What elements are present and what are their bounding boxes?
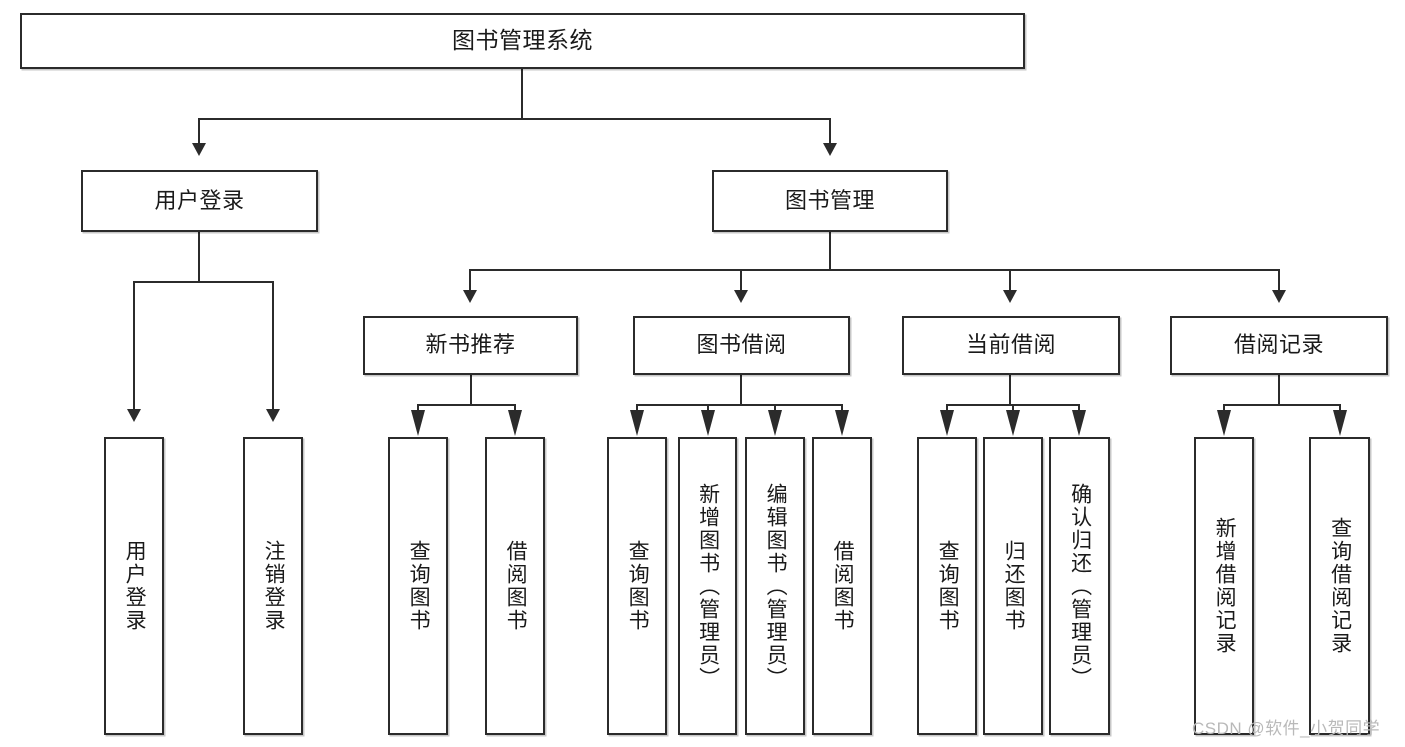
node-leaf-logout[interactable]: 注销登录: [243, 437, 303, 735]
node-new-book-recommend-label: 新书推荐: [425, 332, 516, 358]
node-leaf-borrow-book-2-label: 借阅图书: [831, 540, 855, 632]
node-leaf-borrow-book-2[interactable]: 借阅图书: [812, 437, 872, 735]
node-leaf-user-login[interactable]: 用户登录: [104, 437, 164, 735]
node-leaf-query-book-2-label: 查询图书: [626, 540, 650, 632]
connector-bm-to-borrow-record: [1278, 269, 1280, 291]
node-root-label: 图书管理系统: [452, 27, 593, 54]
arrowhead-borrow-record: [1272, 290, 1286, 303]
node-leaf-query-book-2[interactable]: 查询图书: [607, 437, 667, 735]
connector-user-login-stem: [198, 232, 200, 282]
connector-br-to-leaf2: [1339, 404, 1341, 411]
arrowhead-leaf-query-book-1: [411, 410, 425, 436]
connector-book-manage-bus: [469, 269, 1280, 271]
connector-nbr-stem: [470, 375, 472, 405]
arrowhead-leaf-return-book: [1006, 410, 1020, 436]
node-new-book-recommend[interactable]: 新书推荐: [363, 316, 578, 375]
connector-root-bus: [198, 118, 830, 120]
connector-bb-to-leaf2: [707, 404, 709, 411]
connector-bb-bus: [636, 404, 842, 406]
node-leaf-confirm-return-label: 确认归还（管理员）: [1068, 482, 1092, 690]
connector-user-login-bus: [133, 281, 273, 283]
node-book-borrow[interactable]: 图书借阅: [633, 316, 850, 375]
connector-bb-to-leaf4: [841, 404, 843, 411]
arrowhead-leaf-borrow-book-2: [835, 410, 849, 436]
arrowhead-leaf-edit-book-admin: [768, 410, 782, 436]
node-leaf-edit-book-admin[interactable]: 编辑图书（管理员）: [745, 437, 805, 735]
arrowhead-leaf-confirm-return: [1072, 410, 1086, 436]
connector-user-login-to-leaf1: [133, 281, 135, 410]
node-leaf-add-record-label: 新增借阅记录: [1213, 517, 1237, 655]
arrowhead-leaf-borrow-book-1: [508, 410, 522, 436]
arrowhead-leaf-add-record: [1217, 410, 1231, 436]
arrowhead-leaf-add-book-admin: [701, 410, 715, 436]
node-leaf-add-book-admin-label: 新增图书（管理员）: [696, 482, 720, 690]
connector-br-bus: [1223, 404, 1341, 406]
node-book-manage-label: 图书管理: [784, 187, 875, 213]
node-leaf-borrow-book-1[interactable]: 借阅图书: [485, 437, 545, 735]
node-leaf-user-login-label: 用户登录: [123, 540, 147, 632]
connector-br-stem: [1278, 375, 1280, 405]
node-root[interactable]: 图书管理系统: [20, 13, 1025, 69]
arrowhead-leaf-query-book-2: [630, 410, 644, 436]
arrowhead-user-login: [192, 143, 206, 156]
arrowhead-book-borrow: [734, 290, 748, 303]
node-leaf-edit-book-admin-label: 编辑图书（管理员）: [764, 482, 788, 690]
node-leaf-add-book-admin[interactable]: 新增图书（管理员）: [678, 437, 737, 735]
arrowhead-leaf-user-login: [127, 409, 141, 422]
connector-cb-stem: [1009, 375, 1011, 405]
connector-nbr-to-leaf1: [417, 404, 419, 411]
connector-bb-stem: [740, 375, 742, 405]
connector-root-to-book-manage: [829, 118, 831, 144]
node-book-borrow-label: 图书借阅: [696, 332, 787, 358]
node-book-manage[interactable]: 图书管理: [712, 170, 948, 232]
connector-bm-to-new-book: [469, 269, 471, 291]
arrowhead-current-borrow: [1003, 290, 1017, 303]
arrowhead-leaf-query-record: [1333, 410, 1347, 436]
connector-user-login-to-leaf2: [272, 281, 274, 410]
connector-nbr-bus: [417, 404, 516, 406]
node-leaf-borrow-book-1-label: 借阅图书: [504, 540, 528, 632]
connector-nbr-to-leaf2: [514, 404, 516, 411]
node-leaf-query-book-1-label: 查询图书: [407, 540, 431, 632]
node-leaf-return-book[interactable]: 归还图书: [983, 437, 1043, 735]
node-user-login-label: 用户登录: [154, 187, 245, 213]
connector-br-to-leaf1: [1223, 404, 1225, 411]
connector-book-manage-stem: [829, 232, 831, 270]
connector-cb-to-leaf1: [946, 404, 948, 411]
connector-bb-to-leaf3: [774, 404, 776, 411]
arrowhead-book-manage: [823, 143, 837, 156]
node-current-borrow-label: 当前借阅: [965, 332, 1056, 358]
node-leaf-query-record[interactable]: 查询借阅记录: [1309, 437, 1370, 735]
arrowhead-new-book-recommend: [463, 290, 477, 303]
node-borrow-record-label: 借阅记录: [1233, 332, 1324, 358]
arrowhead-leaf-query-book-3: [940, 410, 954, 436]
node-leaf-add-record[interactable]: 新增借阅记录: [1194, 437, 1254, 735]
node-leaf-query-record-label: 查询借阅记录: [1328, 517, 1352, 655]
connector-bm-to-current-borrow: [1009, 269, 1011, 291]
node-borrow-record[interactable]: 借阅记录: [1170, 316, 1388, 375]
node-leaf-query-book-3[interactable]: 查询图书: [917, 437, 977, 735]
connector-bm-to-book-borrow: [740, 269, 742, 291]
connector-cb-to-leaf3: [1078, 404, 1080, 411]
arrowhead-leaf-logout: [266, 409, 280, 422]
node-leaf-confirm-return[interactable]: 确认归还（管理员）: [1049, 437, 1110, 735]
node-current-borrow[interactable]: 当前借阅: [902, 316, 1120, 375]
node-leaf-return-book-label: 归还图书: [1002, 540, 1026, 632]
connector-cb-to-leaf2: [1012, 404, 1014, 411]
connector-root-stem: [521, 69, 523, 119]
connector-root-to-user-login: [198, 118, 200, 144]
node-leaf-query-book-3-label: 查询图书: [936, 540, 960, 632]
node-user-login[interactable]: 用户登录: [81, 170, 318, 232]
connector-bb-to-leaf1: [636, 404, 638, 411]
node-leaf-query-book-1[interactable]: 查询图书: [388, 437, 448, 735]
node-leaf-logout-label: 注销登录: [262, 540, 286, 632]
